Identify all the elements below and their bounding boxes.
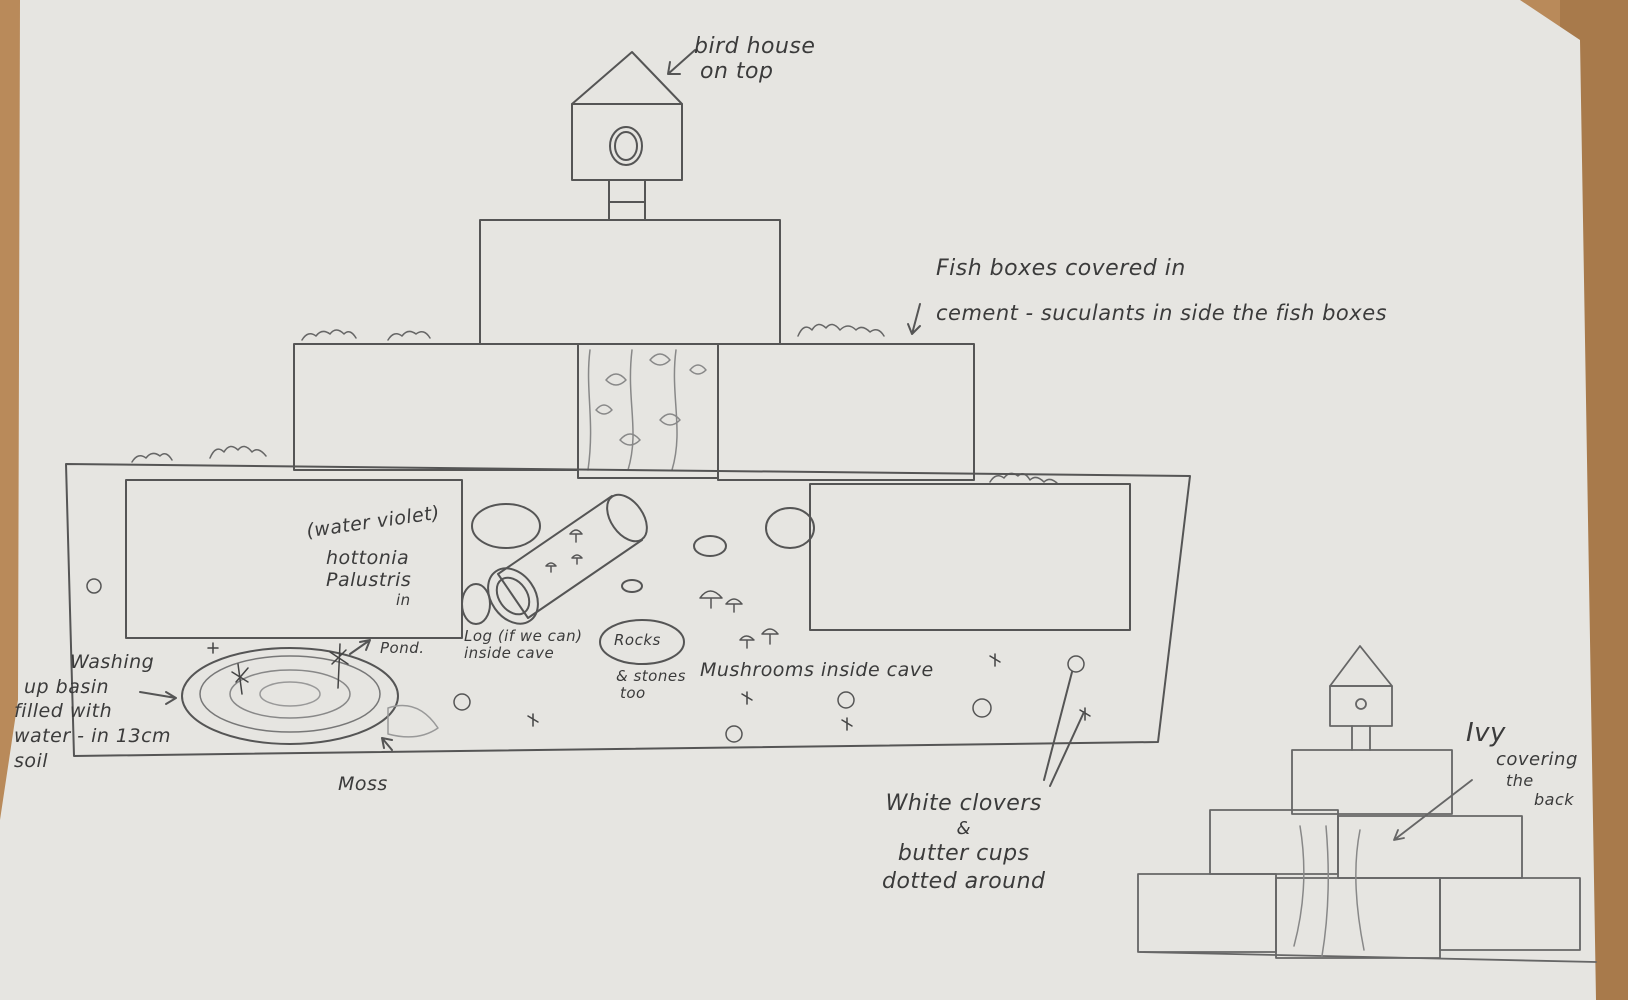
back-view-sketch	[1137, 645, 1597, 963]
rock-3	[621, 579, 643, 593]
mushrooms	[545, 529, 779, 649]
log-label-line2: inside cave	[464, 644, 555, 663]
moss-label: Moss	[338, 773, 388, 795]
fish-boxes-label: Fish boxes covered in cement - suculants…	[936, 256, 1387, 325]
buttercups	[207, 642, 1091, 731]
washing-up-label-line3: filled with	[14, 700, 113, 723]
stones-label-line1: & stones	[616, 667, 686, 685]
bottom-right-fish-box	[809, 483, 1131, 631]
ivy-label-line2: covering	[1496, 749, 1578, 771]
ivy-label-line4: back	[1534, 789, 1575, 809]
hottonia-label-line2: Palustris	[326, 568, 412, 591]
rocks-label: Rocks	[614, 631, 661, 649]
mushrooms-label: Mushrooms inside cave	[700, 659, 934, 681]
pond-basin	[181, 647, 399, 745]
bottom-base-frame	[65, 463, 1191, 757]
washing-up-label-line2: up basin	[24, 675, 110, 698]
log-label-line1: Log (if we can)	[464, 627, 583, 645]
ivy-label-line1: Ivy	[1466, 718, 1506, 748]
bird-house-label-line2: on top	[700, 59, 774, 85]
rock-2	[693, 535, 727, 557]
cave-hanging-plants	[587, 349, 707, 471]
hottonia-label-line3: in	[396, 590, 411, 609]
moss-arrow	[381, 737, 393, 751]
rock-1	[471, 503, 541, 549]
washing-up-label-line4: water - in 13cm	[14, 725, 172, 748]
pencil-lines	[65, 49, 1597, 963]
hottonia-label: hottonia Palustris in	[326, 547, 412, 609]
clovers-label-line4: dotted around	[882, 868, 1046, 894]
fish-box-arrow	[907, 303, 921, 335]
washing-up-label: Washing up basin filled with water - in …	[14, 650, 171, 773]
moss-patch	[387, 704, 439, 738]
fish-boxes-label-line1: Fish boxes covered in	[936, 256, 1186, 281]
hottonia-label-line1: hottonia	[326, 547, 410, 569]
bird-house-label: bird house on top	[694, 34, 815, 85]
rocks-label-bubble	[599, 619, 685, 665]
bird-house-arrow	[667, 49, 696, 75]
clovers-label-line3: butter cups	[897, 841, 1030, 866]
basin-arrow	[139, 691, 177, 705]
log	[487, 493, 648, 625]
rock-4	[765, 507, 815, 549]
clovers-label-line1: White clovers	[885, 791, 1042, 816]
stones-label: & stones too	[616, 667, 686, 703]
fish-boxes-label-line2: cement - suculants in side the fish boxe…	[936, 301, 1388, 326]
bird-house	[571, 51, 683, 221]
succulents	[131, 323, 1059, 485]
washing-up-label-line1: Washing	[70, 651, 155, 673]
pond-label: Pond.	[380, 639, 425, 657]
central-cave	[577, 343, 719, 479]
clovers-label: White clovers & butter cups dotted aroun…	[882, 790, 1046, 895]
clovers	[86, 578, 1085, 743]
washing-up-label-line5: soil	[14, 749, 49, 772]
clovers-label-line2: &	[956, 817, 972, 839]
ivy-label-line3: the	[1506, 770, 1534, 790]
log-label: Log (if we can) inside cave	[464, 627, 583, 663]
bird-house-label-line1: bird house	[694, 34, 816, 59]
water-violet-plants	[231, 643, 349, 695]
clover-arrows	[1043, 671, 1085, 787]
pond-arrow	[349, 639, 371, 655]
stones-label-line2: too	[620, 684, 646, 703]
bottom-left-fish-box	[125, 479, 463, 639]
rock-5	[461, 583, 491, 625]
ivy-label: Ivy covering the back	[1466, 718, 1578, 809]
